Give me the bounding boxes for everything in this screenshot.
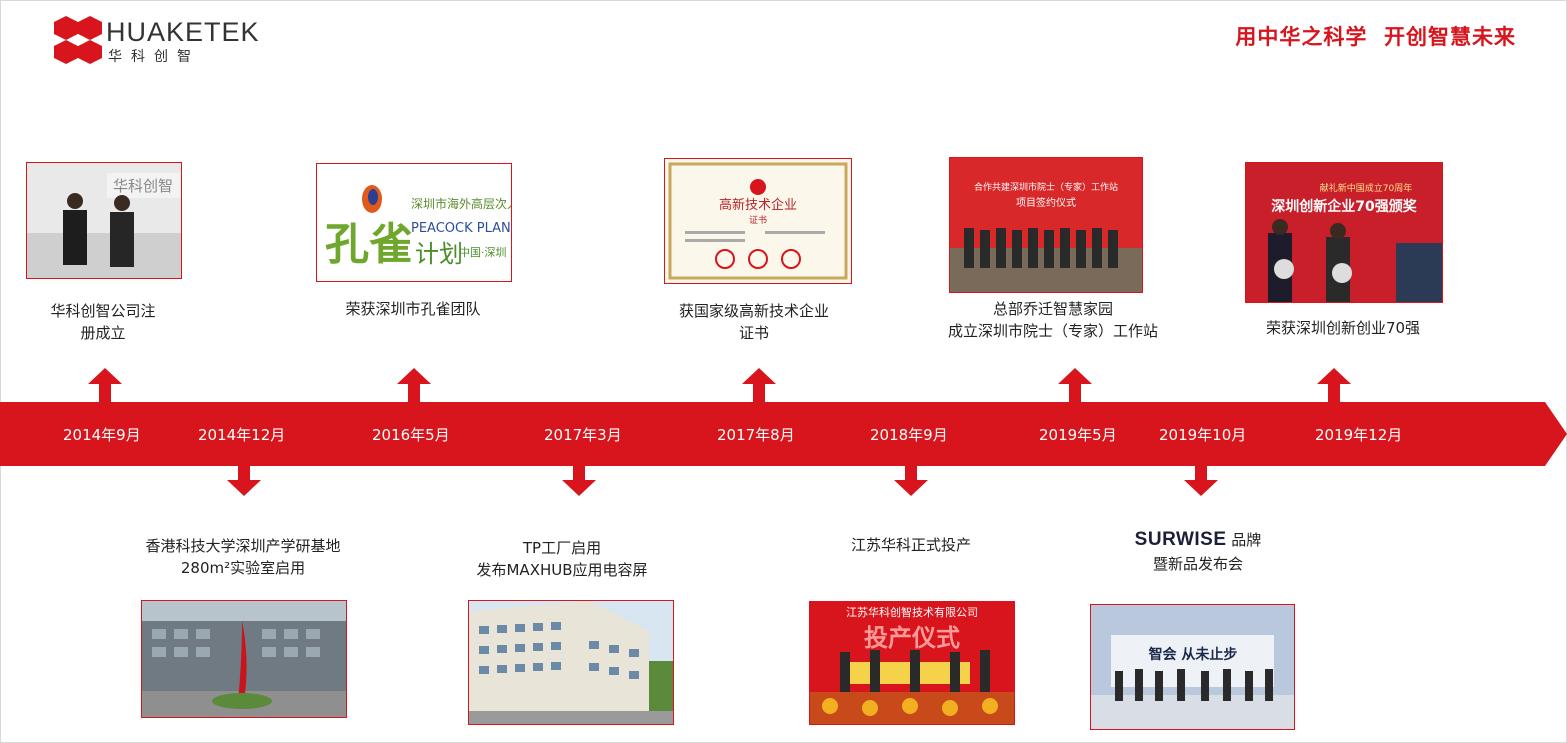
caption-surwise-launch: SURWISE 品牌 暨新品发布会 <box>1098 529 1298 575</box>
timeline-date: 2016年5月 <box>372 426 450 444</box>
photo-jiangsu-ceremony: 江苏华科创智技术有限公司 投产仪式 <box>809 601 1015 725</box>
peacock-plan-text: 计划 <box>415 240 463 268</box>
photo-hightech-certificate: 高新技术企业 证书 <box>664 158 852 284</box>
up-arrow-icon <box>1317 368 1351 404</box>
photo-tp-factory <box>468 600 674 725</box>
slogan: 用中华之科学 开创智慧未来 <box>1235 25 1516 49</box>
caption-line: 册成立 <box>80 324 126 342</box>
peacock-subtitle: PEACOCK PLAN <box>411 221 511 236</box>
caption-hkust-lab: 香港科技大学深圳产学研基地 280m²实验室启用 <box>118 535 368 579</box>
timeline-date: 2019年10月 <box>1159 426 1247 444</box>
timeline-date: 2014年9月 <box>63 426 141 444</box>
logo-chinese-text: 华科创智 <box>108 49 200 65</box>
caption-innovation-top70: 荣获深圳创新创业70强 <box>1243 317 1443 339</box>
caption-line: 荣获深圳创新创业70强 <box>1265 319 1421 337</box>
caption-line: 荣获深圳市孔雀团队 <box>345 300 481 318</box>
caption-tp-factory: TP工厂启用 发布MAXHUB应用电容屏 <box>452 537 672 581</box>
caption-company-founding: 华科创智公司注 册成立 <box>30 300 176 344</box>
timeline-date: 2017年3月 <box>544 426 622 444</box>
caption-line: 香港科技大学深圳产学研基地 <box>145 537 341 555</box>
peacock-big-text: 孔雀 <box>325 219 413 270</box>
down-arrow-icon <box>894 462 928 496</box>
timeline-date: 2019年5月 <box>1039 426 1117 444</box>
hexagon-logo-icon <box>54 16 102 64</box>
company-logo: HUAKETEK 华科创智 <box>52 14 282 68</box>
timeline-date: 2019年12月 <box>1315 426 1403 444</box>
timeline-date: 2017年8月 <box>717 426 795 444</box>
ceremony-banner2: 投产仪式 <box>864 624 960 652</box>
award-banner: 献礼新中国成立70周年 <box>1320 182 1412 194</box>
caption-line: 华科创智公司注 <box>50 302 156 320</box>
up-arrow-icon <box>88 368 122 404</box>
down-arrow-icon <box>562 462 596 496</box>
workstation-banner: 合作共建深圳市院士（专家）工作站 <box>974 181 1118 193</box>
timeline-date: 2014年12月 <box>198 426 286 444</box>
caption-line: 江苏华科正式投产 <box>850 536 971 554</box>
ceremony-banner: 江苏华科创智技术有限公司 <box>846 605 978 619</box>
peacock-location: 中国·深圳 <box>459 246 507 259</box>
caption-peacock-team: 荣获深圳市孔雀团队 <box>313 298 513 320</box>
award-banner2: 深圳创新企业70强颁奖 <box>1271 198 1417 215</box>
logo-english-text: HUAKETEK <box>106 17 260 47</box>
caption-line: 成立深圳市院士（专家）工作站 <box>947 322 1158 340</box>
caption-line: 发布MAXHUB应用电容屏 <box>476 561 648 579</box>
photo-company-founding: 华科创智 <box>26 162 182 279</box>
workstation-banner2: 项目签约仪式 <box>1016 196 1076 209</box>
caption-text: 品牌 <box>1231 531 1262 549</box>
up-arrow-icon <box>397 368 431 404</box>
photo-surwise-launch: 智会 从未止步 <box>1090 604 1295 730</box>
timeline-date: 2018年9月 <box>870 426 948 444</box>
photo-peacock-plan: 孔雀 计划 深圳市海外高层次人才 PEACOCK PLAN 中国·深圳 <box>316 163 512 282</box>
down-arrow-icon <box>227 462 261 496</box>
caption-jiangsu-production: 江苏华科正式投产 <box>811 534 1011 556</box>
photo-hkust-lab <box>141 600 347 718</box>
caption-line: 暨新品发布会 <box>1152 555 1243 573</box>
launch-screen-text: 智会 从未止步 <box>1148 646 1238 663</box>
caption-line: 获国家级高新技术企业 <box>678 302 829 320</box>
down-arrow-icon <box>1184 462 1218 496</box>
photo-academician-workstation: 合作共建深圳市院士（专家）工作站 项目签约仪式 <box>949 157 1143 293</box>
timeline-bar <box>0 402 1567 466</box>
caption-line: 总部乔迁智慧家园 <box>992 300 1113 318</box>
photo-wall-text: 华科创智 <box>113 177 173 195</box>
caption-line: 证书 <box>738 324 769 342</box>
cert-subtitle: 证书 <box>749 215 767 226</box>
caption-line: 280m²实验室启用 <box>180 559 306 577</box>
cert-title: 高新技术企业 <box>719 197 797 213</box>
caption-line: SURWISE 品牌 <box>1098 529 1298 551</box>
caption-academician-workstation: 总部乔迁智慧家园 成立深圳市院士（专家）工作站 <box>918 298 1188 342</box>
caption-hightech-certificate: 获国家级高新技术企业 证书 <box>654 300 854 344</box>
up-arrow-icon <box>1058 368 1092 404</box>
caption-line: TP工厂启用 <box>522 539 602 557</box>
photo-innovation-top70: 献礼新中国成立70周年 深圳创新企业70强颁奖 <box>1245 162 1443 303</box>
surwise-brand: SURWISE <box>1134 529 1227 550</box>
peacock-title: 深圳市海外高层次人才 <box>411 196 511 211</box>
up-arrow-icon <box>742 368 776 404</box>
